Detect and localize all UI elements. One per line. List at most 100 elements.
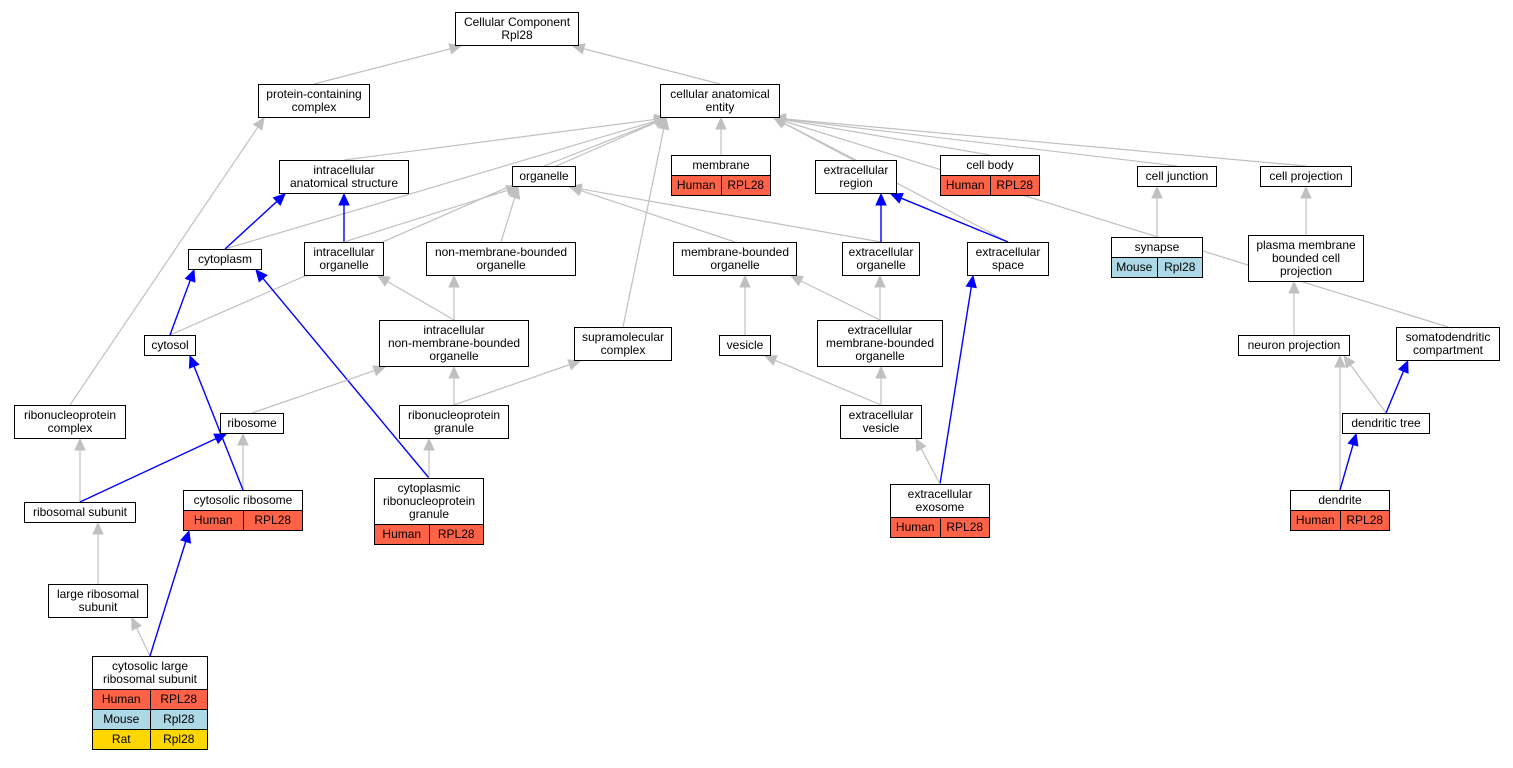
species-cell: Human [945,178,985,192]
edge-arrowhead [180,529,192,544]
edge-arrowhead [376,275,391,287]
node-organelle[interactable]: organelle [512,166,576,187]
edge-is_a-celljunction-to-cae [784,118,1178,167]
node-lrs[interactable]: large ribosomal subunit [48,584,148,618]
edge-arrowhead [509,185,521,200]
edge-part_of-cytoplasm-to-ias [224,200,278,250]
node-label: somatodendritic compartment [1405,330,1491,357]
node-vesicle[interactable]: vesicle [719,335,771,356]
node-neuronproj[interactable]: neuron projection [1238,335,1350,356]
node-supra[interactable]: supramolecular complex [574,327,672,361]
node-ribsub[interactable]: ribosomal subunit [24,502,136,523]
edge-arrowhead [1288,280,1300,294]
node-mbo[interactable]: membrane-bounded organelle [673,242,797,276]
node-label: ribonucleoprotein complex [23,408,117,435]
edge-is_a-nmbo-to-organelle [500,197,516,243]
species-cell: Human [895,520,935,534]
edge-is_a-organelle-to-cae [543,121,656,167]
node-label: intracellular non-membrane-bounded organ… [387,323,521,363]
node-exorg[interactable]: extracellular organelle [842,242,920,276]
node-dtree[interactable]: dendritic tree [1342,413,1430,434]
edge-arrowhead [1334,354,1346,368]
gene-cell: RPL28 [428,525,484,544]
edge-arrowhead [184,268,196,283]
edge-part_of-dtree-to-somato [1385,370,1405,414]
node-label: organelle [519,169,569,183]
edge-part_of-dendrite-to-dtree [1339,444,1354,491]
node-ribosome[interactable]: ribosome [220,413,284,434]
species-cell: Human [676,178,716,192]
node-celljunction[interactable]: cell junction [1137,166,1217,187]
node-somato[interactable]: somatodendritic compartment [1396,327,1500,361]
edge-is_a-ias-to-cae [343,118,656,161]
edge-arrowhead [889,193,904,204]
node-label: non-membrane-bounded organelle [434,245,568,272]
node-label: extracellular vesicle [848,408,914,435]
node-exspace[interactable]: extracellular space [967,242,1049,276]
node-intorg[interactable]: intracellular organelle [304,242,384,276]
node-root[interactable]: Cellular Component Rpl28 [455,12,579,46]
edge-arrowhead [1300,185,1312,199]
node-label: membrane [692,158,750,172]
node-exmbo[interactable]: extracellular membrane-bounded organelle [817,320,943,367]
node-label: cytoplasm [197,252,253,266]
edge-arrowhead [131,616,142,631]
edge-arrowhead [1343,355,1356,369]
node-pmbcp[interactable]: plasma membrane bounded cell projection [1248,235,1364,282]
node-cytosol[interactable]: cytosol [144,335,196,356]
node-rnpg[interactable]: ribonucleoprotein granule [399,405,509,439]
node-pcc[interactable]: protein-containing complex [258,84,370,118]
edge-is_a-exorg-to-organelle [580,188,882,243]
edge-arrowhead [965,274,977,289]
node-label: extracellular exosome [907,487,973,514]
node-label: cell junction [1145,169,1209,183]
edge-is_a-rnpg-to-supra [453,364,570,406]
edge-arrowhead [739,274,751,288]
edge-part_of-ribsub-to-ribosome [79,438,217,503]
node-label: vesicle [726,338,764,352]
node-cae[interactable]: cellular anatomical entity [660,84,780,118]
edge-arrowhead [237,432,249,446]
species-cell: Rat [111,732,131,746]
node-inmbo[interactable]: intracellular non-membrane-bounded organ… [379,320,529,367]
node-label: Cellular Component Rpl28 [463,15,571,42]
gene-cell: Rpl28 [1156,258,1203,277]
node-label: plasma membrane bounded cell projection [1256,238,1356,278]
node-rnpc[interactable]: ribonucleoprotein complex [14,405,126,439]
node-exreg[interactable]: extracellular region [815,160,897,194]
species-cell: Mouse [103,712,140,726]
edge-is_a-pcc-to-root [313,48,451,85]
node-label: cellular anatomical entity [670,87,770,114]
node-ias[interactable]: intracellular anatomical structure [279,160,409,194]
node-cellproj[interactable]: cell projection [1260,166,1352,187]
gene-cell: RPL28 [939,518,990,537]
node-exves[interactable]: extracellular vesicle [840,405,922,439]
edge-is_a-dtree-to-neuronproj [1350,364,1387,414]
node-cytoplasm[interactable]: cytoplasm [188,249,262,270]
node-label: cytoplasmic ribonucleoprotein granule [382,481,476,521]
edge-arrowhead [772,117,787,129]
node-label: supramolecular complex [581,330,665,357]
edge-arrowhead [653,117,668,128]
node-label: extracellular region [823,163,889,190]
edge-arrowhead [875,365,887,379]
species-cell: Human [193,513,233,527]
node-nmbo[interactable]: non-membrane-bounded organelle [426,242,576,276]
edge-arrowhead [255,269,268,283]
